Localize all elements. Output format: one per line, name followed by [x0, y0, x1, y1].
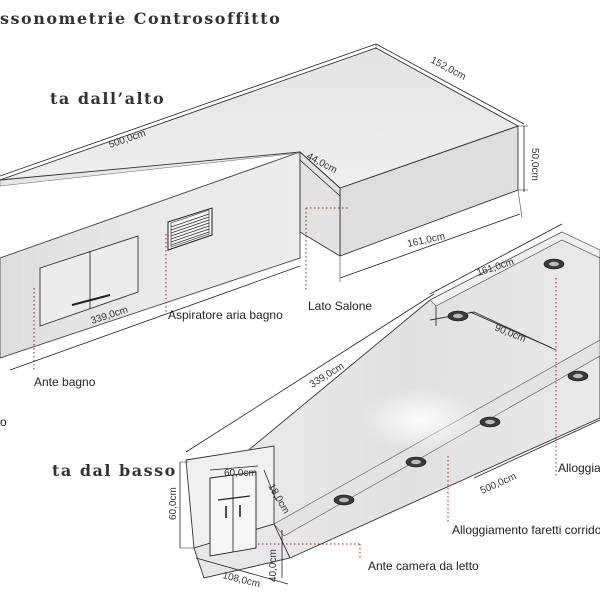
label-bedroom-doors: Ante camera da letto — [368, 559, 479, 573]
spotlight — [543, 258, 565, 270]
dim-60-door: 60,0cm — [224, 468, 257, 479]
bottom-view-leaders — [258, 278, 557, 560]
dim-108: 108,0cm — [221, 570, 261, 590]
spotlight — [333, 494, 355, 506]
dim-152: 152,0cm — [429, 55, 468, 83]
dim-60-height: 60,0cm — [168, 487, 179, 520]
spotlight — [567, 370, 589, 382]
bottom-view-dimensions — [179, 223, 600, 585]
label-spotlight-housing: Alloggiamento faretti corrido — [452, 523, 600, 537]
dim-500-bottom: 500,0cm — [479, 471, 519, 497]
long-front-face — [0, 151, 301, 359]
label-housing-cut: Alloggia — [558, 461, 600, 475]
tall-box-top — [0, 47, 520, 189]
dim-50: 50,0cm — [529, 148, 540, 181]
bathroom-doors — [39, 235, 139, 327]
bathroom-vent-grille — [167, 207, 213, 251]
top-view-dimensions — [0, 43, 528, 371]
spotlight — [447, 310, 469, 322]
heading-top-view: ta dall’alto — [50, 89, 165, 108]
top-view-leaders — [33, 207, 350, 372]
top-view-model — [0, 47, 520, 359]
label-bathroom-doors: Ante bagno — [34, 375, 96, 389]
bedroom-doors — [209, 471, 257, 557]
label-living-side: Lato Salone — [308, 299, 372, 313]
label-cut-o: o — [0, 415, 7, 429]
spotlight — [405, 456, 427, 468]
dim-40: 40,0cm — [268, 549, 279, 582]
page-title: ssonometrie Controsoffitto — [0, 9, 281, 28]
spotlight — [479, 416, 501, 428]
label-vent: Aspiratore aria bagno — [168, 308, 283, 322]
recessed-lights — [333, 258, 589, 506]
bottom-view-model — [185, 231, 600, 579]
heading-bottom-view: ta dal basso — [52, 461, 177, 480]
